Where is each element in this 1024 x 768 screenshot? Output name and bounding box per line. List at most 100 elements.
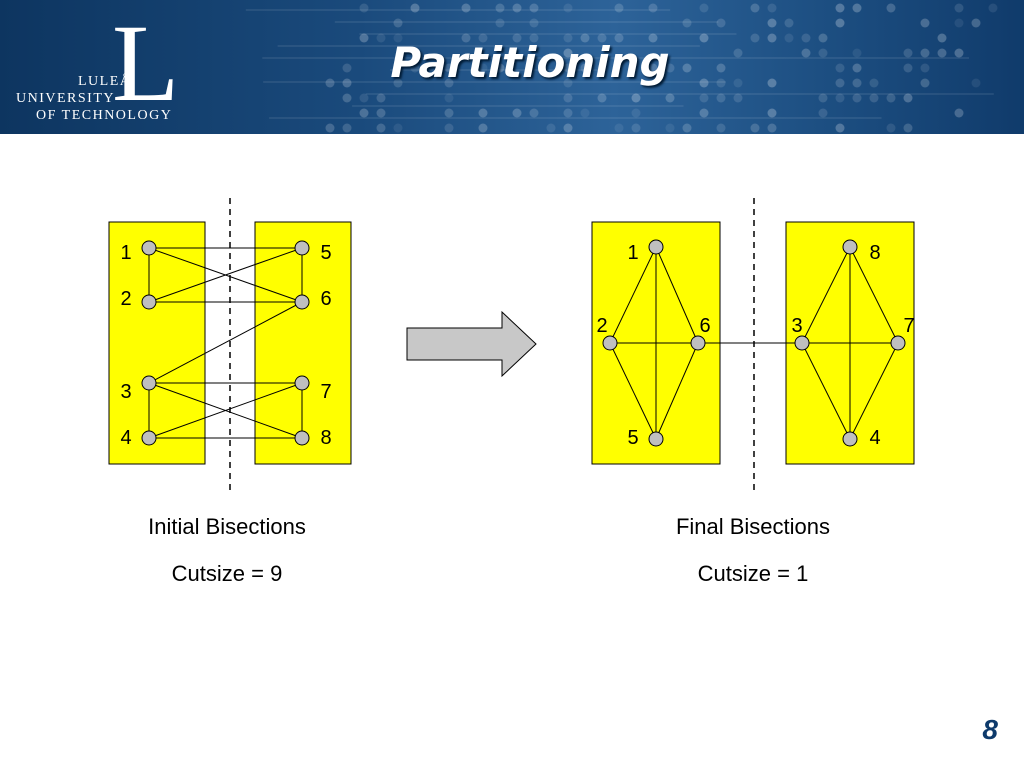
header-dot [580,33,590,43]
final-edge-1-2 [609,246,657,344]
header-dot [597,63,607,73]
initial-edges [148,247,303,439]
initial-node-4 [141,430,157,446]
initial-edge-3-6 [148,301,303,384]
header-dot [631,108,641,118]
logo-line-technology: OF TECHNOLOGY [36,108,173,123]
header-dot [342,123,352,133]
header-circuit-pattern [245,3,998,133]
header-dot [342,78,352,88]
initial-node-2 [141,294,157,310]
header-dot [733,78,743,88]
header-dot [767,108,777,118]
header-dot [478,33,488,43]
slide-title: Partitioning [390,38,670,87]
header-dot [444,93,454,103]
initial-node-label-7: 7 [320,381,331,403]
final-node-7 [890,335,906,351]
final-node-3 [794,335,810,351]
final-edge-7-4 [849,342,899,440]
header-dot [852,3,862,13]
final-edge-8-3 [801,246,851,344]
header-dot [699,93,709,103]
header-dot [563,93,573,103]
header-dot [597,93,607,103]
header-dot [614,33,624,43]
header-dot [342,93,352,103]
initial-node-label-4: 4 [120,427,131,449]
header-dot [716,18,726,28]
header-dot [665,123,675,133]
header-dot [903,123,913,133]
header-dot [835,63,845,73]
header-dot [631,93,641,103]
initial-node-1 [141,240,157,256]
header-dot [614,3,624,13]
header-dot [886,3,896,13]
header-dot [835,18,845,28]
header-dot [750,3,760,13]
university-logo-letter: L [112,2,180,124]
header-dot [359,3,369,13]
header-dot [359,33,369,43]
initial-node-6 [294,294,310,310]
header-dot [546,123,556,133]
header-dot [767,123,777,133]
header-dot [767,3,777,13]
header-dot [512,3,522,13]
page-number: 8 [982,714,998,745]
header-dot [920,18,930,28]
final-node-label-5: 5 [627,427,638,449]
header-dot [801,33,811,43]
header-dot [529,3,539,13]
header-dot [512,108,522,118]
header-dot [971,78,981,88]
final-edge-6-5 [655,342,699,440]
final-node-5 [648,431,664,447]
final-edge-3-4 [801,342,851,440]
header-dot [835,123,845,133]
header-dot [529,108,539,118]
header-dot [750,123,760,133]
final-node-1 [648,239,664,255]
logo-line-lulea: LULEÅ [78,74,132,89]
header-dot [495,18,505,28]
header-dot [393,78,403,88]
final-edge-1-6 [655,246,699,344]
header-dot [920,48,930,58]
header-dot [920,78,930,88]
header-dot [699,3,709,13]
header-dot [393,33,403,43]
final-node-4 [842,431,858,447]
header-dot [342,63,352,73]
header-dot [903,48,913,58]
header-dot [852,78,862,88]
header-dot [478,123,488,133]
initial-node-8 [294,430,310,446]
header-dot [869,93,879,103]
header-dot [767,33,777,43]
header-dot [818,33,828,43]
header-dot [478,63,488,73]
header-dot [954,48,964,58]
final-node-6 [690,335,706,351]
final-edge-8-7 [849,246,899,344]
header-dot [886,93,896,103]
final-node-label-4: 4 [869,427,880,449]
header-dot [852,63,862,73]
initial-caption: Initial Bisections [148,514,306,539]
initial-node-label-5: 5 [320,242,331,264]
header-dot [699,78,709,88]
initial-node-7 [294,375,310,391]
header-dot [444,63,454,73]
final-cutsize: Cutsize = 1 [697,561,809,586]
header-dot [631,123,641,133]
header-dot [784,18,794,28]
header-dot [733,93,743,103]
initial-node-5 [294,240,310,256]
header-dot [529,33,539,43]
header-dot [495,63,505,73]
header-dot [835,3,845,13]
